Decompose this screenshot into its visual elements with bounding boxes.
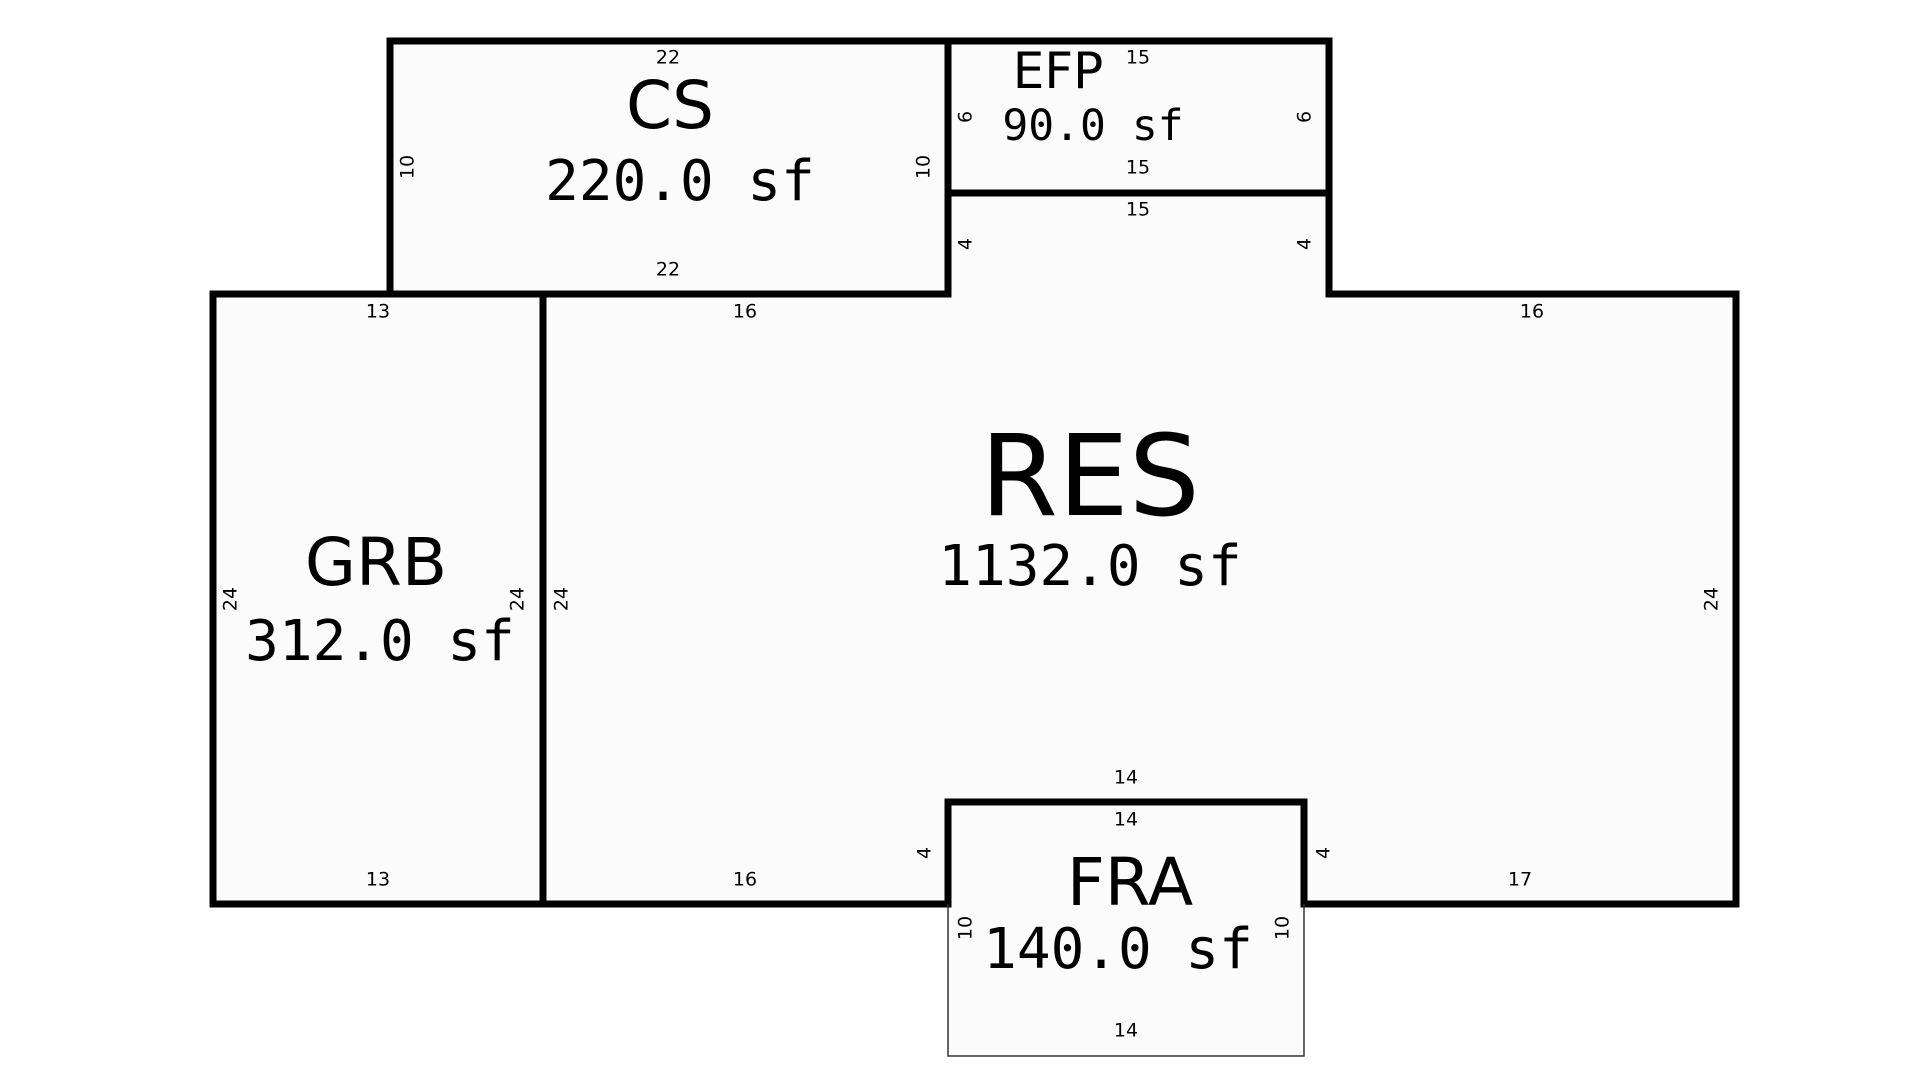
cs-dim-top: 22 xyxy=(656,47,680,69)
efp-area: 90.0 sf xyxy=(1002,101,1183,151)
grb-outline xyxy=(209,290,547,908)
cs-name: CS xyxy=(626,67,714,144)
cs-dim-right: 10 xyxy=(913,155,935,179)
fra-dim-bottom: 14 xyxy=(1114,1020,1138,1042)
res-name: RES xyxy=(980,412,1200,542)
grb-name: GRB xyxy=(305,524,447,601)
res-dim-top-right: 16 xyxy=(1520,301,1544,323)
grb-area: 312.0 sf xyxy=(245,609,515,674)
res-dim-top-left: 16 xyxy=(733,301,757,323)
res-dim-notch-left: 4 xyxy=(955,238,977,250)
res-dim-bottom-notch-left: 4 xyxy=(914,847,936,859)
grb-dim-right: 24 xyxy=(507,587,529,611)
efp-dim-bottom: 15 xyxy=(1126,157,1150,179)
cs-dim-bottom: 22 xyxy=(656,259,680,281)
res-dim-notch-top: 15 xyxy=(1126,199,1150,221)
grb-dim-left: 24 xyxy=(220,587,242,611)
efp-outline xyxy=(944,37,1333,197)
cs-dim-left: 10 xyxy=(397,155,419,179)
efp-dim-top: 15 xyxy=(1126,47,1150,69)
walls xyxy=(209,37,1740,1057)
fra-outline xyxy=(947,904,1305,1057)
grb-dim-bottom: 13 xyxy=(366,869,390,891)
res-dim-right: 24 xyxy=(1701,587,1723,611)
efp-fill xyxy=(948,41,1329,193)
fra-dim-right: 10 xyxy=(1272,916,1294,940)
dimension-labels: 22 22 10 10 15 15 6 6 15 4 4 16 16 24 24… xyxy=(220,47,1723,1042)
room-labels: CS 220.0 sf EFP 90.0 sf RES 1132.0 sf GR… xyxy=(245,42,1253,982)
cs-fill xyxy=(390,41,948,294)
res-dim-left: 24 xyxy=(551,587,573,611)
fra-area: 140.0 sf xyxy=(983,917,1253,982)
res-fill xyxy=(543,193,1736,904)
res-dim-bottom-right: 17 xyxy=(1508,869,1532,891)
res-dim-bottom-left: 16 xyxy=(733,869,757,891)
res-dim-bottom-notch: 14 xyxy=(1114,767,1138,789)
efp-dim-left: 6 xyxy=(955,111,977,123)
fra-fill xyxy=(948,802,1304,1056)
area-fills xyxy=(213,41,1736,1056)
res-area: 1132.0 sf xyxy=(938,534,1241,599)
grb-dim-top: 13 xyxy=(366,301,390,323)
fra-dim-top: 14 xyxy=(1114,809,1138,831)
efp-dim-right: 6 xyxy=(1294,111,1316,123)
fra-name: FRA xyxy=(1067,844,1193,921)
fra-dim-left: 10 xyxy=(955,916,977,940)
cs-area: 220.0 sf xyxy=(545,149,815,214)
res-dim-bottom-notch-right: 4 xyxy=(1313,847,1335,859)
res-dim-notch-right: 4 xyxy=(1294,238,1316,250)
efp-name: EFP xyxy=(1013,42,1104,100)
grb-fill xyxy=(213,294,543,904)
cs-outline xyxy=(386,37,952,298)
